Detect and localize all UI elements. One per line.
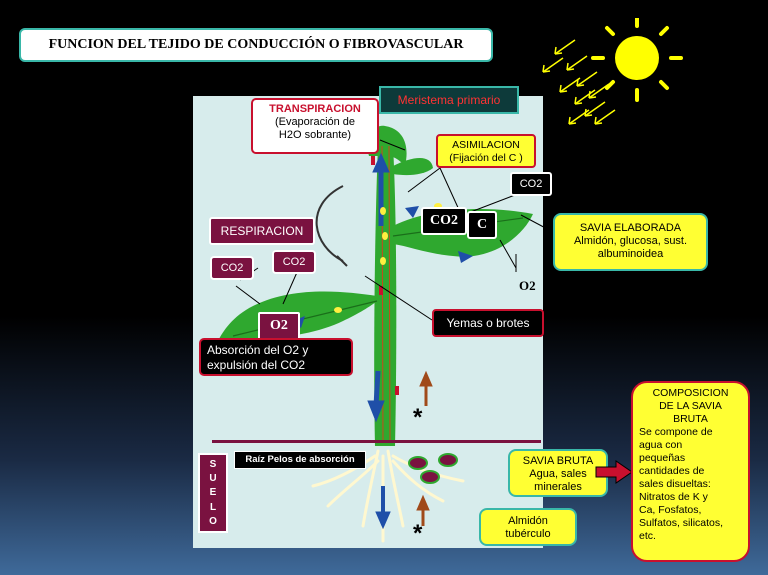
absorcion-label: Absorción del O2 y expulsión del CO2 [199, 338, 353, 376]
suelo-letter: O [209, 516, 217, 528]
yemas-label: Yemas o brotes [432, 309, 544, 337]
composicion-line: Ca, Fosfatos, [639, 504, 702, 516]
composicion-line: Se compone de [639, 426, 713, 438]
almidon-line2: tubérculo [505, 528, 551, 540]
composicion-line: agua con [639, 439, 683, 451]
composicion-title3: BRUTA [673, 413, 708, 425]
almidon-line1: Almidón [508, 515, 548, 527]
asterisk-stem: * [413, 404, 423, 431]
composicion-line: Nitratos de K y [639, 491, 708, 503]
co2-left1-badge: CO2 [210, 256, 254, 280]
composicion-title2: DE LA SAVIA [659, 400, 722, 412]
transpiracion-label: TRANSPIRACION (Evaporación de H2O sobran… [251, 98, 379, 154]
co2-left2-badge: CO2 [272, 250, 316, 274]
transpiracion-desc2: H2O sobrante) [278, 129, 352, 141]
o2-right-label: O2 [519, 278, 536, 293]
savia-elaborada-title: SAVIA ELABORADA [579, 222, 682, 234]
o2-leaf-badge: O2 [258, 312, 300, 340]
meristema-label: Meristema primario [379, 86, 519, 114]
savia-elaborada-desc1: Almidón, glucosa, sust. [573, 235, 688, 247]
plant-illustration [218, 125, 533, 543]
asterisk-root: * [413, 520, 423, 547]
suelo-letter: L [209, 501, 217, 513]
savia-bruta-title: SAVIA BRUTA [522, 455, 594, 467]
raiz-label: Raíz Pelos de absorción [234, 451, 366, 469]
suelo-letter: S [209, 458, 217, 470]
co2-top-badge: CO2 [510, 172, 552, 196]
suelo-letter: E [209, 487, 217, 499]
savia-elaborada-label: SAVIA ELABORADA Almidón, glucosa, sust. … [553, 213, 708, 271]
sun-icon [542, 18, 683, 125]
absorcion-line1: Absorción del O2 y [207, 343, 309, 357]
savia-bruta-desc1: Agua, sales [529, 468, 587, 480]
soil-divider [212, 440, 541, 443]
page-title: FUNCION DEL TEJIDO DE CONDUCCIÓN O FIBRO… [19, 28, 493, 62]
asimilacion-desc: (Fijación del C ) [449, 152, 523, 164]
suelo-letter: U [209, 473, 217, 485]
composicion-line: pequeñas [639, 452, 686, 464]
almidon-label: Almidón tubérculo [479, 508, 577, 546]
savia-elaborada-desc2: albuminoidea [597, 248, 664, 260]
transpiracion-title: TRANSPIRACION [269, 103, 361, 115]
savia-bruta-desc2: minerales [534, 481, 582, 493]
composicion-box: COMPOSICION DE LA SAVIA BRUTA Se compone… [631, 381, 750, 562]
asimilacion-title: ASIMILACION [452, 139, 520, 151]
transpiracion-desc1: (Evaporación de [274, 116, 356, 128]
arrow-right-icon [595, 460, 633, 484]
carbon-badge: C [467, 211, 497, 239]
composicion-line: cantidades de [639, 465, 705, 477]
respiracion-label: RESPIRACION [209, 217, 315, 245]
composicion-title1: COMPOSICION [652, 387, 729, 399]
savia-bruta-label: SAVIA BRUTA Agua, sales minerales [508, 449, 608, 497]
composicion-line: sales disueltas: [639, 478, 711, 490]
suelo-label: S U E L O [198, 453, 228, 533]
absorcion-line2: expulsión del CO2 [207, 358, 306, 372]
asimilacion-label: ASIMILACION (Fijación del C ) [436, 134, 536, 168]
composicion-line: etc. [639, 530, 656, 542]
co2-mid-badge: CO2 [421, 207, 467, 235]
composicion-line: Sulfatos, silicatos, [639, 517, 724, 529]
